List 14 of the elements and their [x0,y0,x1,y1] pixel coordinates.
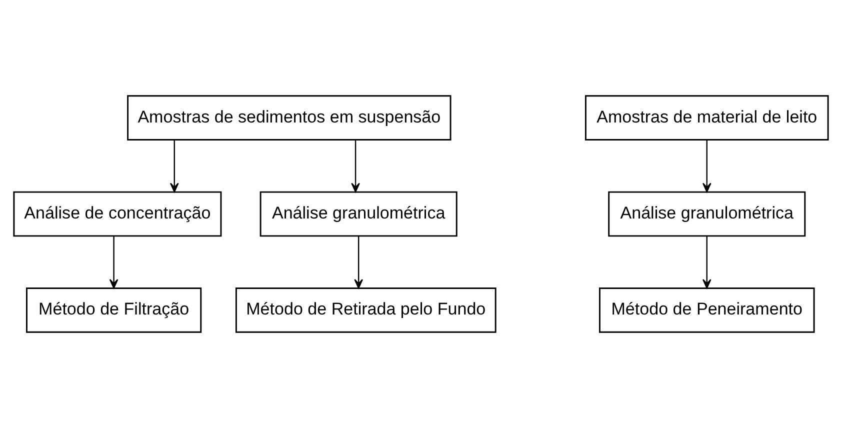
node-box: Método de Retirada pelo Fundo [235,288,496,333]
arrow [702,236,712,289]
arrow [354,236,364,289]
arrow [170,140,179,192]
arrow [109,236,118,289]
node-box: Análise granulométrica [608,191,806,237]
arrow [702,140,712,192]
node-box: Amostras de material de leito [584,95,829,140]
node-box: Método de Filtração [26,288,202,333]
arrow [351,140,360,192]
node-box: Análise granulométrica [260,191,458,237]
node-box: Método de Peneiramento [598,288,815,333]
node-box: Análise de concentração [13,191,222,237]
node-box: Amostras de sedimentos em suspensão [127,95,452,140]
